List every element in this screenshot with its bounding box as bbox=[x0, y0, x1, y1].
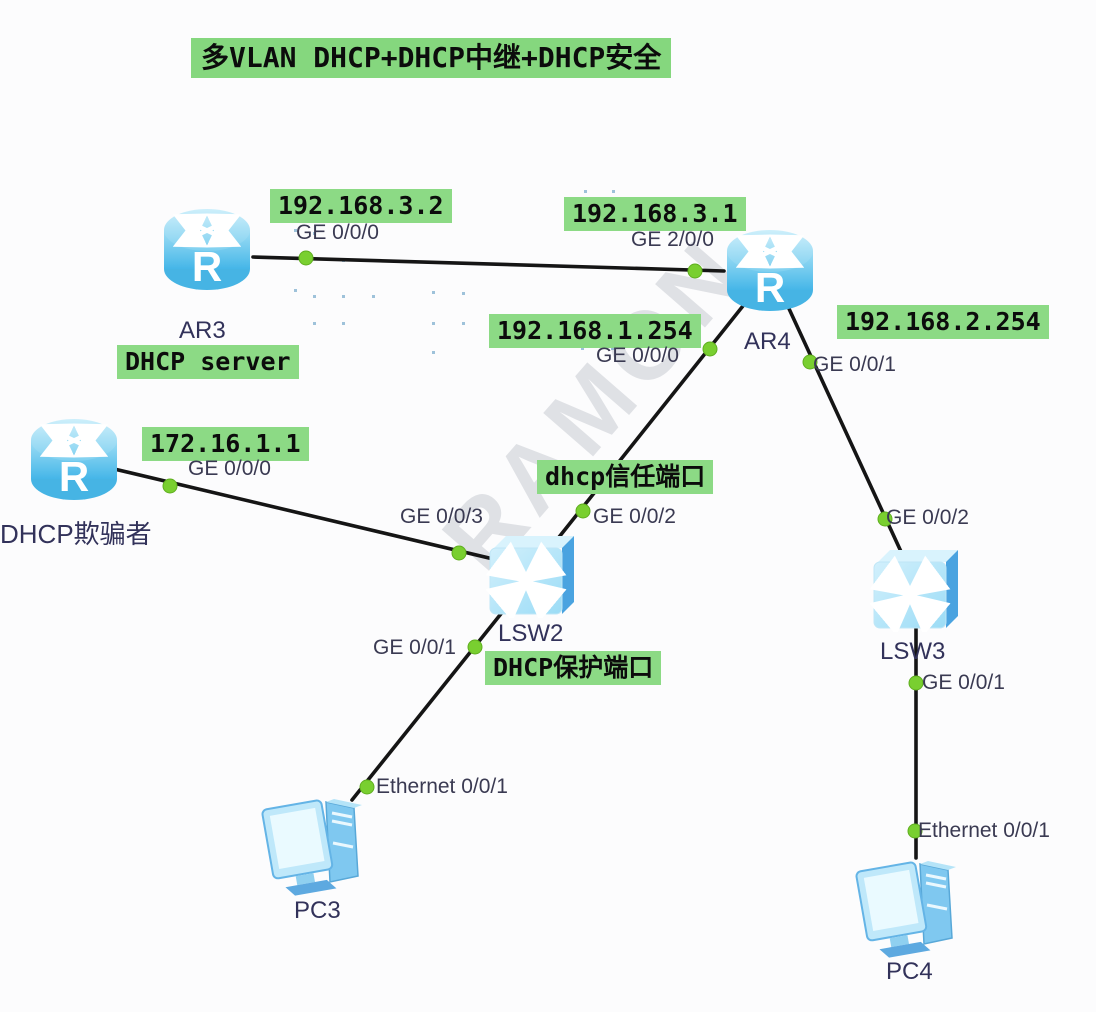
port-dot-lsw2-ge002 bbox=[575, 503, 591, 519]
ip-label-ar4-ge000: 192.168.1.254 bbox=[489, 314, 701, 348]
grid-dot bbox=[432, 351, 435, 354]
switch-icon bbox=[486, 536, 574, 618]
grid-dot bbox=[432, 322, 435, 325]
port-dot-spoofer-ge000 bbox=[162, 478, 178, 494]
link-lsw2-pc3[interactable] bbox=[350, 603, 510, 802]
grid-dot bbox=[294, 229, 297, 232]
device-router-spoofer[interactable]: R bbox=[24, 413, 124, 507]
grid-dot bbox=[462, 292, 465, 295]
device-router-ar3[interactable]: R bbox=[157, 203, 257, 297]
grid-dot bbox=[612, 190, 615, 193]
switch-icon bbox=[870, 550, 958, 632]
grid-dot bbox=[313, 322, 316, 325]
svg-text:R: R bbox=[59, 453, 89, 500]
device-label-pc4: PC4 bbox=[886, 958, 933, 985]
ip-label-ar3: 192.168.3.2 bbox=[270, 189, 452, 223]
device-label-spoofer: DHCP欺骗者 bbox=[0, 519, 152, 549]
port-label-ar3-ge000: GE 0/0/0 bbox=[296, 221, 379, 244]
ip-label-spoofer: 172.16.1.1 bbox=[142, 427, 309, 461]
ip-label-ar4-ge200: 192.168.3.1 bbox=[564, 197, 746, 231]
port-label-lsw3-ge002: GE 0/0/2 bbox=[886, 506, 969, 529]
port-dot-ar4-ge000 bbox=[702, 341, 718, 357]
pc-icon bbox=[855, 861, 956, 958]
link-ar3-ar4[interactable] bbox=[251, 255, 726, 273]
grid-dot bbox=[313, 295, 316, 298]
grid-dot bbox=[294, 289, 297, 292]
router-icon: R bbox=[727, 230, 813, 311]
grid-dot bbox=[611, 347, 614, 350]
port-dot-ar4-ge200 bbox=[687, 263, 703, 279]
link-ar4-lsw3[interactable] bbox=[783, 298, 917, 584]
port-label-spoofer-ge000: GE 0/0/0 bbox=[188, 457, 271, 480]
port-label-pc4-eth: Ethernet 0/0/1 bbox=[918, 819, 1050, 842]
diagram-title: 多VLAN DHCP+DHCP中继+DHCP安全 bbox=[191, 38, 672, 78]
device-label-lsw3: LSW3 bbox=[880, 638, 946, 665]
device-label-ar3: AR3 bbox=[179, 317, 226, 344]
port-label-ar4-ge000: GE 0/0/0 bbox=[596, 344, 679, 367]
port-dot-ar4-ge001 bbox=[802, 354, 818, 370]
port-dot-lsw2-ge003 bbox=[451, 545, 467, 561]
grid-dot bbox=[313, 232, 316, 235]
pc-icon bbox=[261, 799, 362, 896]
grid-dot bbox=[462, 322, 465, 325]
grid-dot bbox=[581, 347, 584, 350]
device-router-ar4[interactable]: R bbox=[720, 224, 820, 318]
port-dot-pc4-eth bbox=[907, 823, 923, 839]
link-ar4-lsw2[interactable] bbox=[534, 270, 772, 568]
port-label-ar4-ge001: GE 0/0/1 bbox=[813, 353, 896, 376]
router-icon: R bbox=[164, 209, 250, 290]
svg-text:R: R bbox=[755, 264, 785, 311]
port-dot-pc3-eth bbox=[359, 779, 375, 795]
note-dhcp-protect-port: DHCP保护端口 bbox=[485, 651, 662, 685]
grid-dot bbox=[342, 322, 345, 325]
port-label-lsw3-ge001: GE 0/0/1 bbox=[922, 671, 1005, 694]
note-dhcp-server: DHCP server bbox=[117, 345, 299, 379]
router-icon: R bbox=[31, 419, 117, 500]
device-pc4[interactable] bbox=[854, 850, 969, 962]
device-switch-lsw2[interactable] bbox=[486, 526, 578, 618]
ip-label-ar4-ge001: 192.168.2.254 bbox=[837, 305, 1049, 339]
port-dot-lsw3-ge002 bbox=[877, 511, 893, 527]
port-dot-lsw2-ge001 bbox=[467, 639, 483, 655]
port-label-ar4-ge200: GE 2/0/0 bbox=[631, 228, 714, 251]
port-label-lsw2-ge003: GE 0/0/3 bbox=[400, 505, 483, 528]
svg-text:R: R bbox=[192, 243, 222, 290]
device-switch-lsw3[interactable] bbox=[870, 540, 962, 632]
grid-dot bbox=[584, 190, 587, 193]
note-dhcp-trust-port: dhcp信任端口 bbox=[537, 460, 714, 494]
port-dot-ar3-ge000 bbox=[298, 250, 314, 266]
grid-dot bbox=[432, 291, 435, 294]
port-label-lsw2-ge002: GE 0/0/2 bbox=[593, 505, 676, 528]
grid-dot bbox=[372, 295, 375, 298]
device-label-lsw2: LSW2 bbox=[498, 620, 564, 647]
device-label-pc3: PC3 bbox=[294, 897, 341, 924]
port-label-lsw2-ge001: GE 0/0/1 bbox=[373, 636, 456, 659]
device-pc3[interactable] bbox=[260, 788, 375, 900]
port-dot-lsw3-ge001 bbox=[908, 675, 924, 691]
device-label-ar4: AR4 bbox=[744, 328, 791, 355]
grid-dot bbox=[342, 295, 345, 298]
port-label-pc3-eth: Ethernet 0/0/1 bbox=[376, 775, 508, 798]
